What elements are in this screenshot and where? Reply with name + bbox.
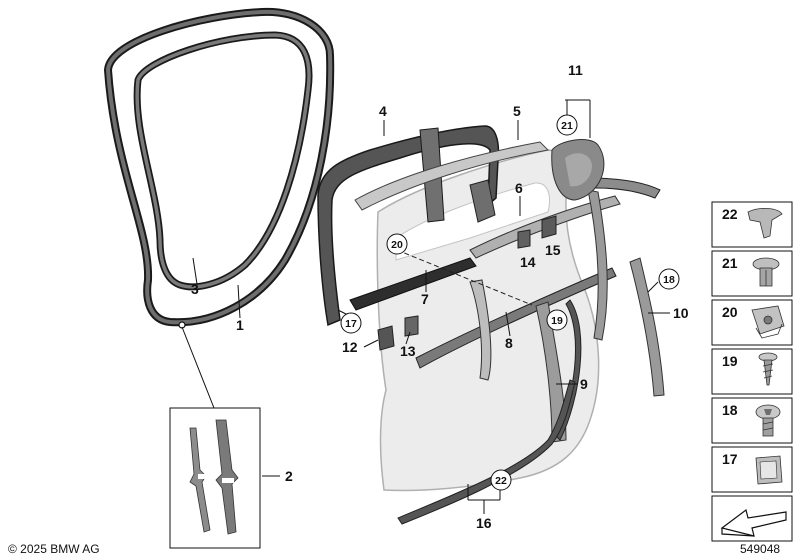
fastener-number-19: 19 [722, 353, 738, 369]
callout-9: 9 [580, 376, 588, 392]
door-pillar-trim[interactable] [535, 299, 582, 443]
clip-14[interactable] [517, 229, 531, 249]
fastener-number-22: 22 [722, 206, 738, 222]
callout-5: 5 [513, 103, 521, 119]
callout-7: 7 [421, 291, 429, 307]
callout-1: 1 [236, 317, 244, 333]
svg-text:17: 17 [345, 318, 357, 330]
callout-4: 4 [379, 103, 387, 119]
circled-callout-22: 22 [490, 469, 512, 491]
svg-text:20: 20 [391, 239, 403, 251]
seal-section-profile [189, 419, 239, 535]
callout-3: 3 [191, 281, 199, 297]
circled-callout-19: 19 [546, 309, 568, 331]
circled-callout-21: 21 [556, 114, 578, 136]
b-pillar-trim[interactable] [469, 179, 496, 223]
spreading-nut-icon[interactable] [755, 455, 783, 485]
bracket-13[interactable] [404, 315, 419, 337]
circled-callout-20: 20 [386, 233, 408, 255]
callout-16: 16 [476, 515, 492, 531]
fastener-number-18: 18 [722, 402, 738, 418]
inner-belt-strip[interactable] [349, 257, 477, 311]
callout-6: 6 [515, 180, 523, 196]
fastener-number-17: 17 [722, 451, 738, 467]
callout-11: 11 [568, 62, 583, 78]
detail-leader [181, 326, 215, 409]
callout-13: 13 [400, 343, 416, 359]
screw-icon[interactable] [758, 352, 778, 386]
clip-icon[interactable] [747, 208, 783, 239]
nut-clip-icon[interactable] [751, 305, 785, 339]
callout-14: 14 [520, 254, 536, 270]
direction-arrow-icon [720, 508, 787, 537]
bracket-12[interactable] [377, 325, 395, 351]
circled-callout-17: 17 [340, 312, 362, 334]
dash-line-20 [396, 249, 533, 306]
quarter-trim-strip[interactable] [629, 257, 665, 397]
mirror-triangle-cover[interactable] [551, 139, 605, 201]
fastener-number-21: 21 [722, 255, 738, 271]
callout-10: 10 [673, 305, 689, 321]
svg-text:22: 22 [495, 475, 507, 487]
circled-callout-18: 18 [658, 268, 680, 290]
fastener-panel: 22 21 20 19 18 17 [711, 201, 793, 542]
upper-frame-trim[interactable] [354, 141, 550, 211]
svg-text:21: 21 [561, 120, 573, 132]
expanding-rivet-icon[interactable] [752, 257, 780, 287]
seal-section-detail-box [169, 407, 261, 549]
diagram-id: 549048 [740, 542, 780, 556]
torx-collar-screw-icon[interactable] [755, 404, 781, 437]
door-seal-inner[interactable] [133, 31, 313, 291]
callout-2: 2 [285, 468, 293, 484]
fastener-number-20: 20 [722, 304, 738, 320]
callout-12: 12 [342, 339, 358, 355]
clip-15[interactable] [541, 215, 557, 239]
door-seal-outer[interactable] [103, 7, 335, 327]
callout-8: 8 [505, 335, 513, 351]
window-guide-rail[interactable] [469, 279, 492, 381]
svg-text:19: 19 [551, 315, 563, 327]
copyright-text: © 2025 BMW AG [8, 542, 100, 556]
svg-text:18: 18 [663, 274, 675, 286]
callout-15: 15 [545, 242, 561, 258]
